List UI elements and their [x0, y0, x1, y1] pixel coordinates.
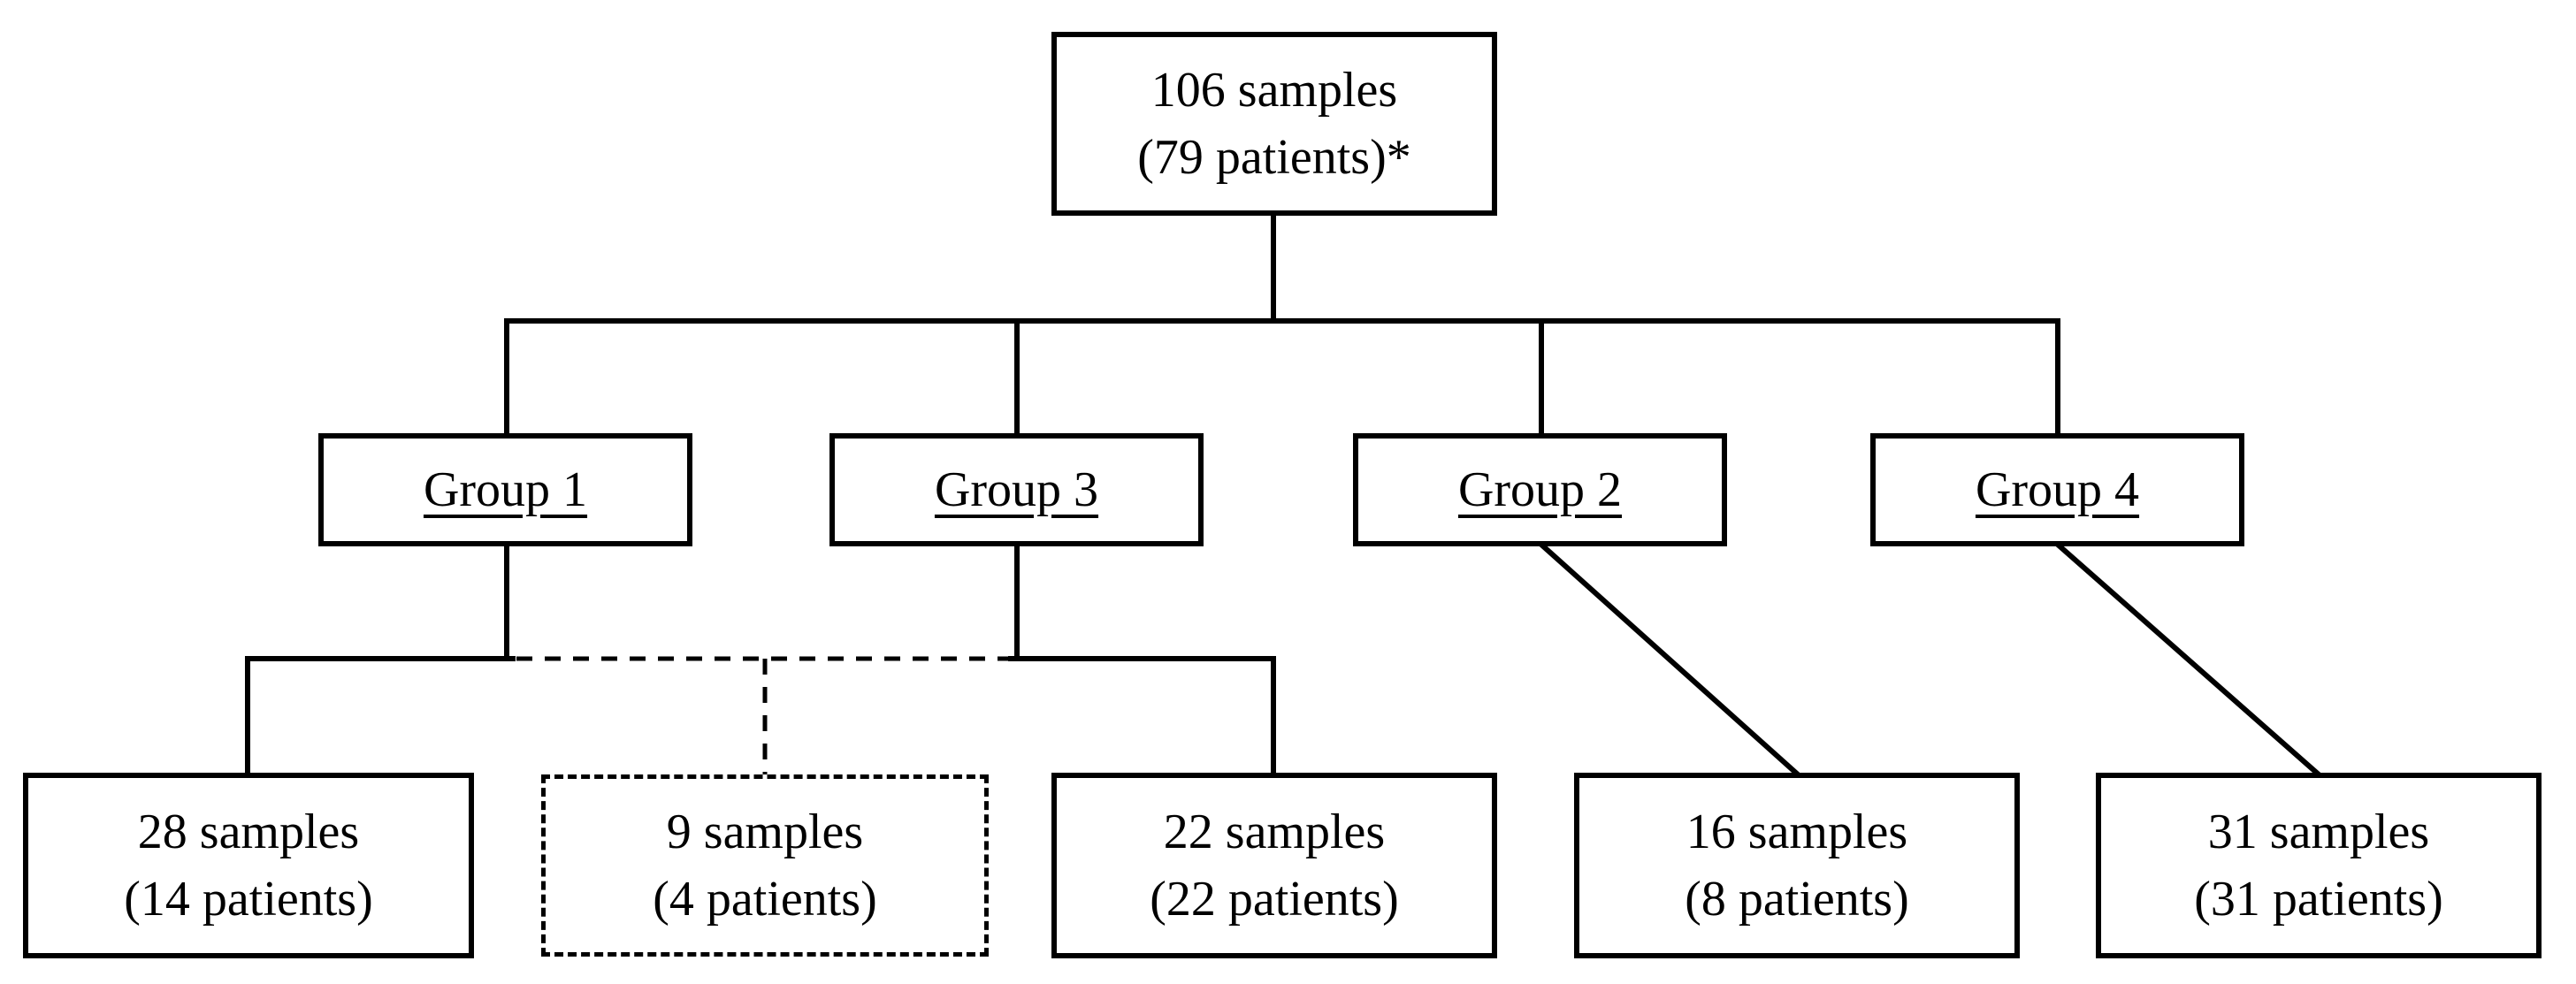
group-4-label: Group 4 — [1975, 462, 2140, 517]
group-3-label: Group 3 — [934, 462, 1099, 517]
leaf-patients-label: (14 patients) — [124, 872, 373, 927]
leaf-patients-label: (22 patients) — [1150, 872, 1399, 927]
root-patients-label: (79 patients)* — [1137, 130, 1411, 185]
leaf-box: 31 samples (31 patients) — [2096, 773, 2542, 958]
leaf-samples-label: 9 samples — [666, 805, 864, 859]
leaf-samples-label: 28 samples — [137, 805, 360, 859]
group-2-diagonal-line — [1537, 540, 1802, 779]
group-1-label: Group 1 — [423, 462, 588, 517]
leaf-patients-label: (31 patients) — [2194, 872, 2443, 927]
group-2-label: Group 2 — [1457, 462, 1623, 517]
leaf-samples-label: 31 samples — [2207, 805, 2430, 859]
root-box: 106 samples (79 patients)* — [1051, 32, 1497, 216]
group-2-box: Group 2 — [1353, 433, 1727, 546]
leaf-patients-label: (4 patients) — [653, 872, 877, 927]
group-4-box: Group 4 — [1870, 433, 2244, 546]
group-4-diagonal-line — [2053, 540, 2323, 779]
group-3-box: Group 3 — [829, 433, 1204, 546]
leaf-patients-label: (8 patients) — [1685, 872, 1909, 927]
leaf-box: 28 samples (14 patients) — [23, 773, 474, 958]
leaf-box-dashed: 9 samples (4 patients) — [541, 774, 989, 957]
leaf-samples-label: 16 samples — [1685, 805, 1908, 859]
leaf-samples-label: 22 samples — [1163, 805, 1386, 859]
leaf-box: 22 samples (22 patients) — [1051, 773, 1497, 958]
group-1-box: Group 1 — [318, 433, 692, 546]
leaf-box: 16 samples (8 patients) — [1574, 773, 2020, 958]
root-samples-label: 106 samples — [1150, 63, 1398, 118]
